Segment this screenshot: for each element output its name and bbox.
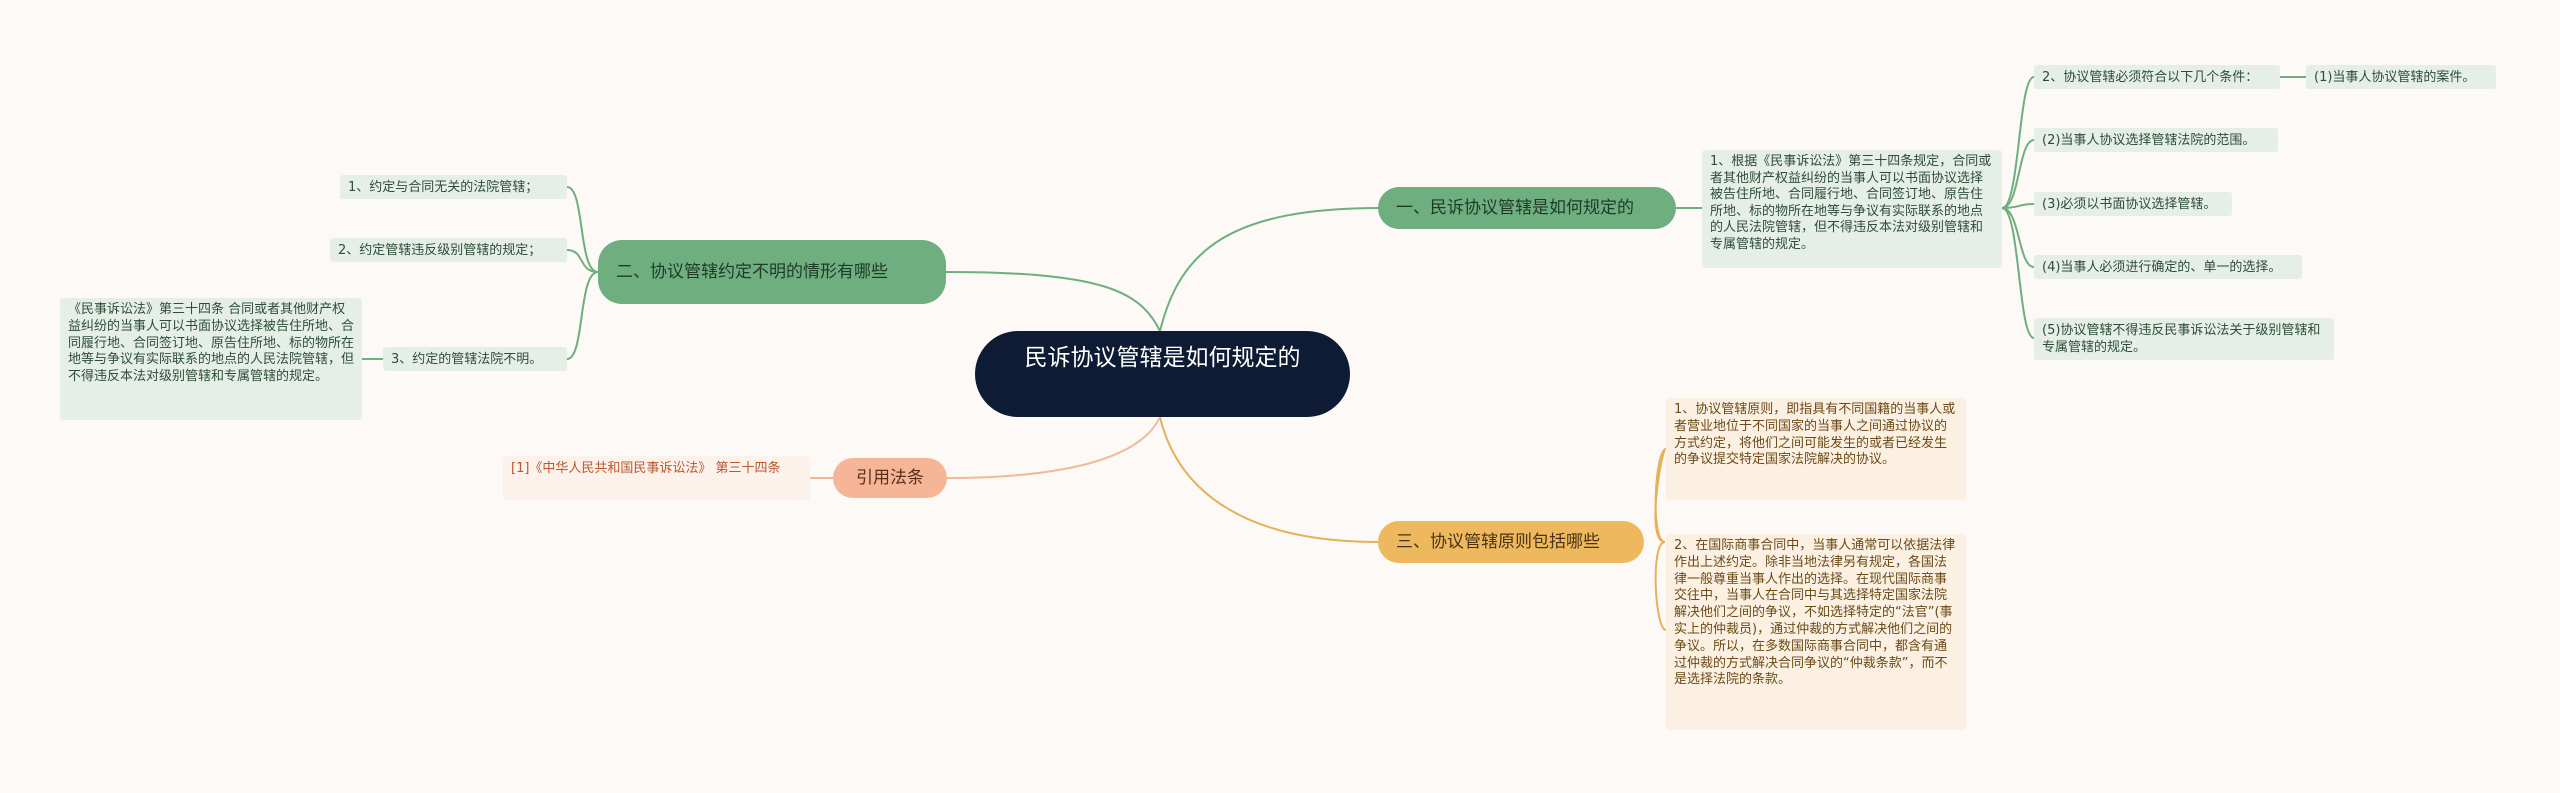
branch1-condition-5[interactable]: (5)协议管辖不得违反民事诉讼法关于级别管辖和专属管辖的规定。 — [2034, 318, 2334, 360]
link-b3-item1b — [1654, 448, 1667, 543]
link-b1-cond3 — [2001, 203, 2035, 209]
branch1-conditions-title[interactable]: 2、协议管辖必须符合以下几个条件： — [2034, 65, 2280, 89]
link-b2-item3 — [566, 271, 599, 360]
branch3-item-1[interactable]: 1、协议管辖原则，即指具有不同国籍的当事人或者营业地位于不同国家的当事人之间通过… — [1666, 398, 1966, 500]
branch1-condition-1[interactable]: (1)当事人协议管辖的案件。 — [2306, 65, 2496, 89]
branch-3-label: 三、协议管辖原则包括哪些 — [1396, 532, 1600, 552]
link-b1-cond5 — [2001, 207, 2035, 339]
branch2-item-1[interactable]: 1、约定与合同无关的法院管辖； — [340, 175, 567, 199]
branch-4-label: 引用法条 — [856, 468, 924, 488]
link-root-branch2 — [944, 271, 1161, 332]
link-b1-cond2 — [2001, 139, 2035, 209]
branch3-item-2[interactable]: 2、在国际商事合同中，当事人通常可以依据法律作出上述约定。除非当地法律另有规定，… — [1666, 534, 1966, 730]
branch2-item-3-detail[interactable]: 《民事诉讼法》第三十四条 合同或者其他财产权益纠纷的当事人可以书面协议选择被告住… — [60, 298, 362, 420]
link-b1-conditions — [2001, 76, 2035, 209]
branch-2-label: 二、协议管辖约定不明的情形有哪些 — [616, 262, 888, 282]
link-b1-cond4 — [2001, 207, 2035, 268]
root-node[interactable]: 民诉协议管辖是如何规定的 — [975, 331, 1350, 417]
branch4-item-1[interactable]: [1]《中华人民共和国民事诉讼法》 第三十四条 — [503, 456, 810, 500]
branch1-detail[interactable]: 1、根据《民事诉讼法》第三十四条规定，合同或者其他财产权益纠纷的当事人可以书面协… — [1702, 150, 2002, 268]
branch-node-4[interactable]: 引用法条 — [833, 458, 947, 498]
branch-node-3[interactable]: 三、协议管辖原则包括哪些 — [1378, 521, 1644, 563]
link-root-branch4 — [944, 416, 1161, 479]
branch1-condition-3[interactable]: (3)必须以书面协议选择管辖。 — [2034, 192, 2232, 216]
branch2-item-3[interactable]: 3、约定的管辖法院不明。 — [383, 347, 567, 371]
branch-node-2[interactable]: 二、协议管辖约定不明的情形有哪些 — [598, 240, 946, 304]
branch1-condition-2[interactable]: (2)当事人协议选择管辖法院的范围。 — [2034, 128, 2278, 152]
link-b2-item2 — [566, 249, 599, 273]
link-b3-item2 — [1654, 541, 1667, 631]
branch1-condition-4[interactable]: (4)当事人必须进行确定的、单一的选择。 — [2034, 255, 2302, 279]
branch2-item-2[interactable]: 2、约定管辖违反级别管辖的规定； — [330, 238, 567, 262]
link-root-branch3 — [1159, 416, 1379, 543]
branch-1-label: 一、民诉协议管辖是如何规定的 — [1396, 198, 1634, 218]
branch-node-1[interactable]: 一、民诉协议管辖是如何规定的 — [1378, 187, 1676, 229]
link-b2-item1 — [566, 186, 599, 273]
link-root-branch1 — [1159, 207, 1381, 332]
root-label: 民诉协议管辖是如何规定的 — [1024, 345, 1301, 371]
